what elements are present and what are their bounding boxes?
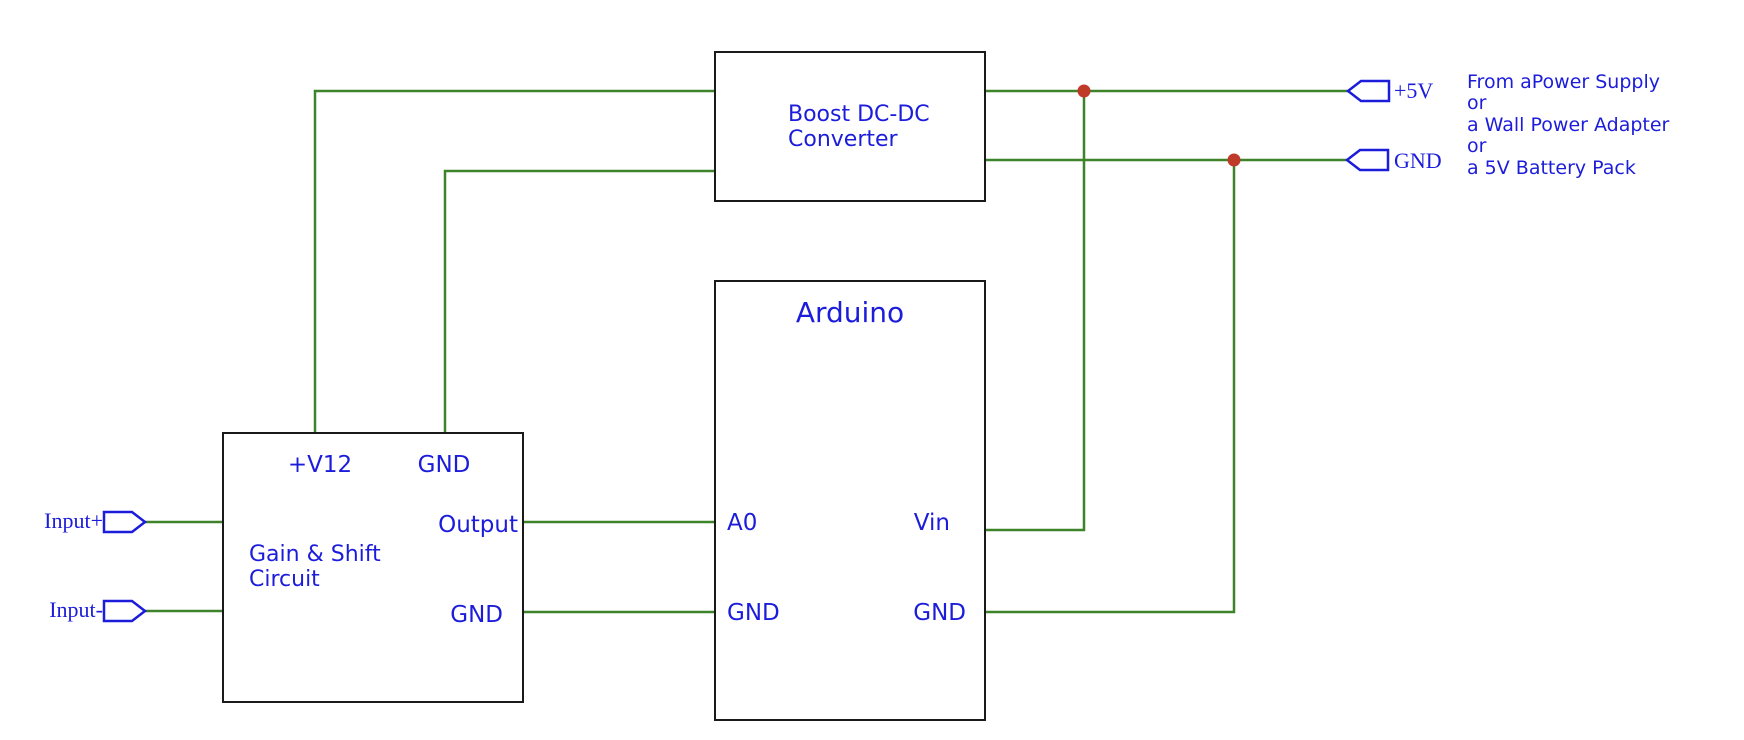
boost-converter-label: Boost DC-DC Converter <box>788 102 930 152</box>
junction-dot <box>1077 84 1091 98</box>
note-line-3: a Wall Power Adapter <box>1467 113 1670 136</box>
pin-gnd-right[interactable]: GND <box>913 600 966 626</box>
boost-label-line2: Converter <box>788 127 898 152</box>
wire[interactable] <box>443 169 714 432</box>
pin-output[interactable]: Output <box>438 512 518 538</box>
pin-a0[interactable]: A0 <box>727 510 758 536</box>
note-line-5: a 5V Battery Pack <box>1467 156 1636 179</box>
pin-vin[interactable]: Vin <box>913 510 950 536</box>
wire[interactable] <box>986 91 1086 532</box>
connector-input-plus[interactable] <box>102 510 148 534</box>
block-arduino[interactable]: Arduino A0 GND Vin GND <box>714 280 986 721</box>
connector-plus-5v[interactable] <box>1345 79 1391 103</box>
connector-input-minus[interactable] <box>102 599 148 623</box>
connector-gnd[interactable] <box>1344 148 1390 172</box>
pin-gnd-right2[interactable]: GND <box>450 602 503 628</box>
power-source-note: From aPower Supply or a Wall Power Adapt… <box>1467 71 1670 179</box>
pin-gnd-top[interactable]: GND <box>417 452 471 478</box>
label-gnd: GND <box>1394 148 1442 173</box>
gain-shift-label: Gain & Shift Circuit <box>249 542 381 592</box>
arduino-title: Arduino <box>795 296 905 329</box>
note-line-4: or <box>1467 135 1487 158</box>
pin-plus-v12[interactable]: +V12 <box>287 452 353 478</box>
label-input-minus: Input- <box>49 597 103 622</box>
gain-label-line2: Circuit <box>249 567 320 592</box>
junction-dot <box>1227 153 1241 167</box>
label-input-plus: Input+ <box>44 508 103 533</box>
label-plus-5v: +5V <box>1394 78 1434 103</box>
boost-label-line1: Boost DC-DC <box>788 102 930 127</box>
wire[interactable] <box>986 160 1236 614</box>
wire[interactable] <box>313 89 714 432</box>
pin-gnd-left[interactable]: GND <box>727 600 780 626</box>
note-line-2: or <box>1467 92 1487 115</box>
note-line-1: From aPower Supply <box>1467 71 1660 93</box>
block-boost-converter[interactable]: Boost DC-DC Converter <box>714 51 986 202</box>
block-gain-shift[interactable]: +V12 GND Output GND Gain & Shift Circuit <box>222 432 524 703</box>
gain-label-line1: Gain & Shift <box>249 542 381 567</box>
